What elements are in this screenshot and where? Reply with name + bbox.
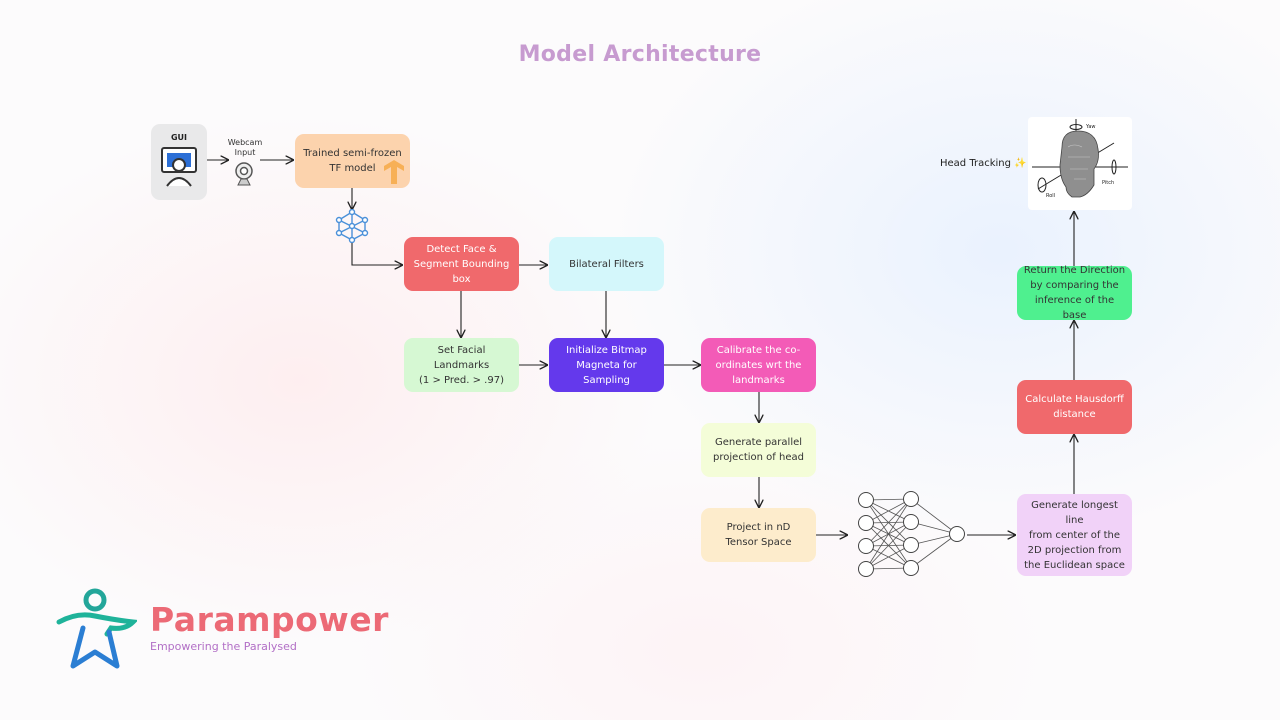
bitmap-label: Initialize Bitmap Magneta for Sampling bbox=[566, 344, 647, 386]
monitor-user-icon bbox=[161, 147, 197, 187]
longest-line-label: Generate longest line from center of the… bbox=[1024, 499, 1125, 571]
pitch-axis-label: Pitch bbox=[1102, 180, 1114, 186]
tensorflow-icon bbox=[384, 160, 404, 184]
neural-network-icon bbox=[335, 209, 369, 243]
webcam-label: Webcam Input bbox=[227, 138, 263, 157]
facial-landmarks-node: Set Facial Landmarks (1 > Pred. > .97) bbox=[404, 338, 519, 392]
parallel-projection-label: Generate parallel projection of head bbox=[713, 437, 804, 463]
parampower-logo-icon bbox=[56, 588, 137, 669]
detect-face-node: Detect Face & Segment Bounding box bbox=[404, 237, 519, 291]
head-3d-icon: Yaw Pitch Roll bbox=[1032, 119, 1128, 199]
longest-line-node: Generate longest line from center of the… bbox=[1017, 494, 1132, 576]
brand-name: Parampower bbox=[150, 600, 389, 639]
trained-model-node: Trained semi-frozen TF model bbox=[295, 134, 410, 188]
head-tracking-card: Yaw Pitch Roll bbox=[1028, 117, 1132, 210]
direction-label: Return the Direction by comparing the in… bbox=[1023, 265, 1126, 321]
facial-landmarks-label: Set Facial Landmarks (1 > Pred. > .97) bbox=[419, 344, 504, 386]
brand-tagline: Empowering the Paralysed bbox=[150, 640, 297, 653]
webcam-icon bbox=[235, 162, 253, 186]
arrow-nn-detect bbox=[351, 242, 402, 265]
page-title: Model Architecture bbox=[518, 42, 762, 67]
detect-face-label: Detect Face & Segment Bounding box bbox=[413, 243, 510, 285]
hausdorff-label: Calculate Hausdorff distance bbox=[1025, 394, 1124, 420]
direction-node: Return the Direction by comparing the in… bbox=[1017, 265, 1132, 321]
calibrate-node: Calibrate the co- ordinates wrt the land… bbox=[701, 338, 816, 392]
calibrate-label: Calibrate the co- ordinates wrt the land… bbox=[715, 344, 802, 386]
gui-label: GUI bbox=[170, 133, 188, 142]
gui-card: GUI bbox=[151, 124, 207, 200]
head-tracking-label: Head Tracking ✨ bbox=[940, 158, 1027, 169]
bilateral-filters-label: Bilateral Filters bbox=[569, 258, 644, 270]
project-tensor-node: Project in nD Tensor Space bbox=[701, 508, 816, 562]
project-tensor-label: Project in nD Tensor Space bbox=[725, 522, 792, 548]
neural-network-diagram bbox=[858, 491, 965, 577]
roll-axis-label: Roll bbox=[1046, 193, 1055, 199]
bitmap-node: Initialize Bitmap Magneta for Sampling bbox=[549, 338, 664, 392]
yaw-axis-label: Yaw bbox=[1085, 124, 1096, 130]
parallel-projection-node: Generate parallel projection of head bbox=[701, 423, 816, 477]
bilateral-filters-node: Bilateral Filters bbox=[549, 237, 664, 291]
trained-model-label: Trained semi-frozen TF model bbox=[303, 148, 402, 174]
hausdorff-node: Calculate Hausdorff distance bbox=[1017, 380, 1132, 434]
